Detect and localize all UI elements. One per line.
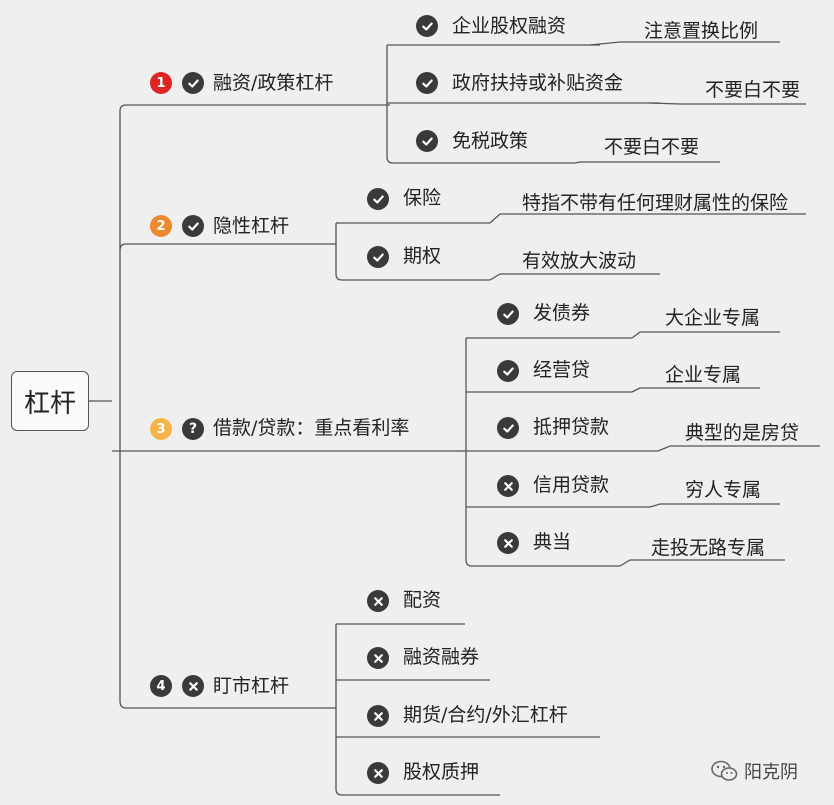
node-business-loan[interactable]: 经营贷	[533, 359, 591, 381]
node-margin-trading[interactable]: 融资融券	[403, 646, 480, 668]
note-government-subsidy: 不要白不要	[705, 79, 801, 101]
note-pawn: 走投无路专属	[651, 537, 766, 559]
question-icon: ?	[182, 418, 204, 440]
cross-icon	[497, 532, 519, 554]
check-icon	[182, 215, 204, 237]
node-credit-loan[interactable]: 信用贷款	[533, 474, 610, 496]
node-futures-forex[interactable]: 期货/合约/外汇杠杆	[403, 704, 568, 726]
check-icon	[497, 303, 519, 325]
node-pawn[interactable]: 典当	[533, 531, 572, 553]
check-icon	[497, 417, 519, 439]
node-insurance[interactable]: 保险	[403, 187, 442, 209]
branch-hidden-leverage[interactable]: 隐性杠杆	[213, 215, 290, 237]
watermark-text: 阳克阴	[744, 762, 798, 783]
note-tax-exemption: 不要白不要	[604, 136, 700, 158]
node-equity-pledge[interactable]: 股权质押	[403, 761, 480, 783]
note-insurance: 特指不带有任何理财属性的保险	[522, 192, 789, 214]
priority-3-icon: 3	[150, 418, 172, 440]
node-bond-issuance[interactable]: 发债券	[533, 302, 591, 324]
check-icon	[497, 360, 519, 382]
branch-mark-to-market[interactable]: 盯市杠杆	[213, 675, 290, 697]
note-equity-financing: 注意置换比例	[644, 20, 759, 42]
cross-icon	[367, 705, 389, 727]
branch-financing-policy[interactable]: 融资/政策杠杆	[213, 72, 334, 94]
check-icon	[416, 72, 438, 94]
note-bond-issuance: 大企业专属	[665, 307, 761, 329]
cross-icon	[367, 590, 389, 612]
node-government-subsidy[interactable]: 政府扶持或补贴资金	[452, 72, 624, 94]
cross-icon	[367, 762, 389, 784]
check-icon	[182, 72, 204, 94]
note-options: 有效放大波动	[522, 250, 637, 272]
check-icon	[367, 188, 389, 210]
check-icon	[416, 15, 438, 37]
note-business-loan: 企业专属	[665, 364, 742, 386]
watermark: 阳克阴	[710, 758, 798, 784]
priority-2-icon: 2	[150, 215, 172, 237]
cross-icon	[367, 647, 389, 669]
cross-icon	[182, 675, 204, 697]
check-icon	[367, 246, 389, 268]
check-icon	[416, 130, 438, 152]
branch-loans[interactable]: 借款/贷款：重点看利率	[213, 417, 410, 439]
note-credit-loan: 穷人专属	[685, 479, 762, 501]
node-mortgage[interactable]: 抵押贷款	[533, 416, 610, 438]
node-tax-exemption[interactable]: 免税政策	[452, 130, 529, 152]
priority-1-icon: 1	[150, 72, 172, 94]
cross-icon	[497, 475, 519, 497]
node-margin-funding[interactable]: 配资	[403, 589, 442, 611]
note-mortgage: 典型的是房贷	[685, 422, 800, 444]
root-node[interactable]: 杠杆	[11, 371, 89, 431]
wechat-icon	[711, 760, 738, 781]
node-equity-financing[interactable]: 企业股权融资	[452, 15, 567, 37]
node-options[interactable]: 期权	[403, 245, 442, 267]
priority-4-icon: 4	[150, 675, 172, 697]
